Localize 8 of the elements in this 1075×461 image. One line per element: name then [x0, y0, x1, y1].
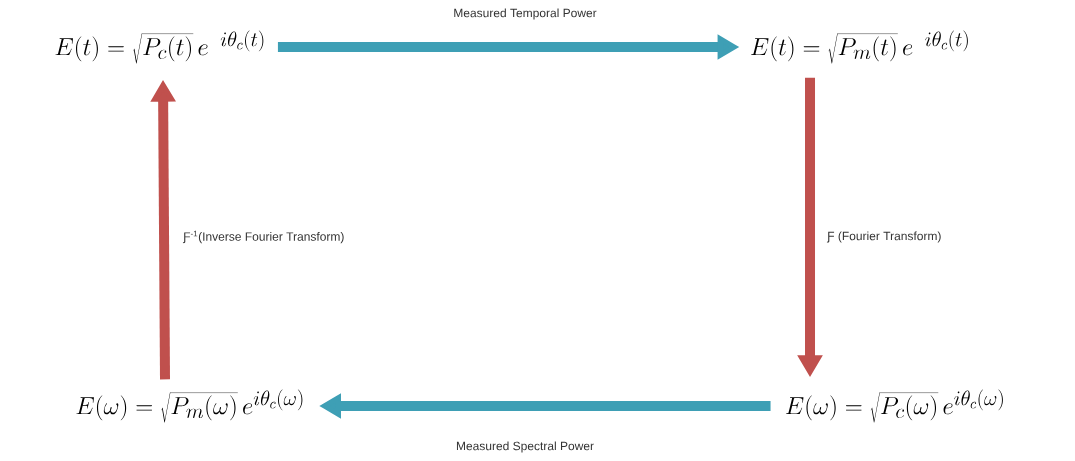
formula: $E(\omega) = \sqrt{P_m(\omega)}\,e^{i\theta_c(\omega)}$ [76, 389, 303, 423]
edge-label: Ƒ$^{-1}$(Inverse Fourier Transform) [182, 229, 346, 245]
formula: $E(t) = \sqrt{P_m(t)}\,e^{\;\;i\theta_c(t)}$ [750, 30, 968, 64]
edge-label: Ƒ (Fourier Transform) [826, 230, 943, 244]
formula: $E(\omega) = \sqrt{P_c(\omega)}\,e^{i\theta_c(\omega)}$ [785, 389, 1003, 423]
edge-label: Measured Spectral Power [455, 440, 596, 454]
edge-label: Measured Temporal Power [452, 7, 598, 21]
formula: $E(t) = \sqrt{P_c(t)}\,e^{\;\;i\theta_c(t)}$ [55, 30, 264, 64]
